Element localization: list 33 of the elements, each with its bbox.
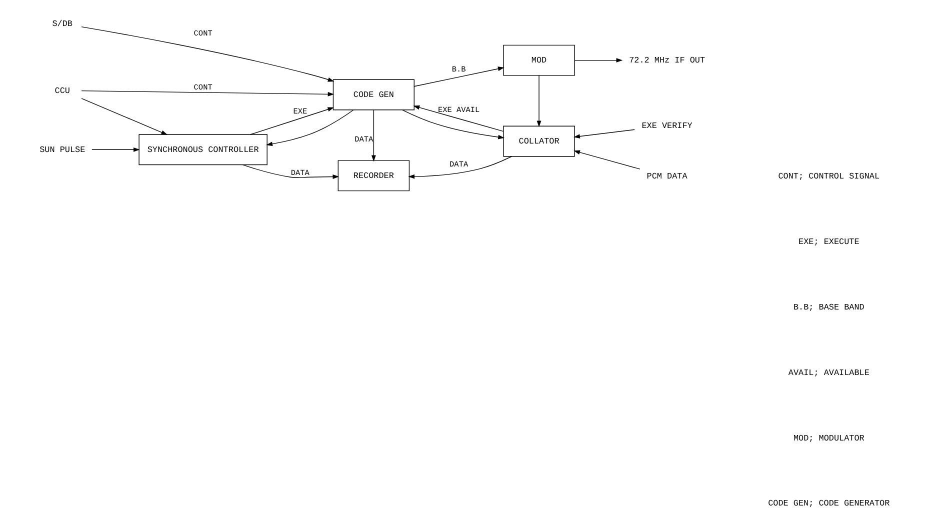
arrow [81, 26, 334, 82]
arrow [574, 150, 640, 170]
arrow [92, 147, 140, 152]
arrow [402, 110, 504, 140]
node-text: 72.2 MHz IF OUT [629, 55, 706, 66]
label: AVAIL; AVAILABLE [788, 368, 870, 378]
node-box: MOD [503, 44, 575, 76]
label: EXE; EXECUTE [798, 237, 860, 248]
label: CONT; CONTROL SIGNAL [778, 172, 880, 182]
arrow [81, 90, 334, 96]
node-text: S/DB [52, 18, 72, 29]
label: MOD; MODULATOR [793, 433, 864, 444]
arrow [81, 98, 168, 135]
node-box: SYNCHRONOUS CONTROLLER [138, 134, 268, 166]
arrow [414, 66, 504, 87]
arrow [574, 129, 635, 139]
arrow [408, 156, 512, 179]
node-text: PCM DATA [646, 172, 688, 182]
node-box: RECORDER [338, 160, 410, 192]
arrow [266, 110, 354, 146]
arrow [574, 58, 623, 63]
label: B.B; BASE BAND [793, 302, 864, 312]
arrow [536, 75, 542, 128]
node-text: EXE VERIFY [642, 120, 692, 131]
label: CODE GEN; CODE GENERATOR [768, 498, 890, 509]
node-text: CCU [54, 86, 70, 96]
arrow [413, 105, 504, 132]
arrow [371, 110, 376, 162]
arrow [250, 107, 334, 135]
arrow [242, 164, 340, 179]
node-box: COLLATOR [503, 126, 575, 157]
node-box: CODE GEN [332, 79, 414, 110]
node-text: SUN PULSE [40, 144, 86, 155]
